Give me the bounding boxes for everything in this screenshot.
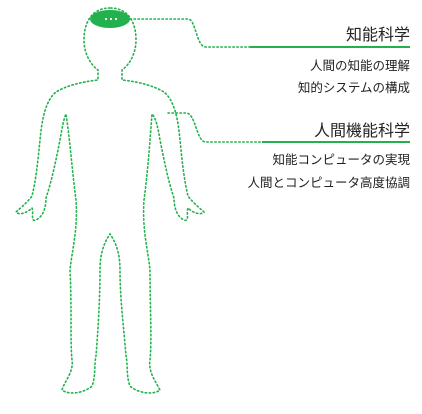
section-heading-human-function-science: 人間機能科学	[313, 121, 410, 140]
brain-dot	[109, 17, 113, 21]
section-item: 知的システムの構成	[297, 80, 410, 95]
brain-leader-line	[129, 18, 251, 48]
brain-dot	[104, 17, 108, 21]
section-item: 人間とコンピュータ高度協調	[247, 175, 410, 190]
section-heading-intelligence-science: 知能科学	[345, 25, 410, 44]
section-item: 知能コンピュータの実現	[272, 152, 410, 167]
section-item: 人間の知能の理解	[309, 58, 410, 73]
body-leader-line	[167, 112, 263, 143]
brain-dot	[114, 17, 118, 21]
human-body-outline	[14, 7, 206, 394]
